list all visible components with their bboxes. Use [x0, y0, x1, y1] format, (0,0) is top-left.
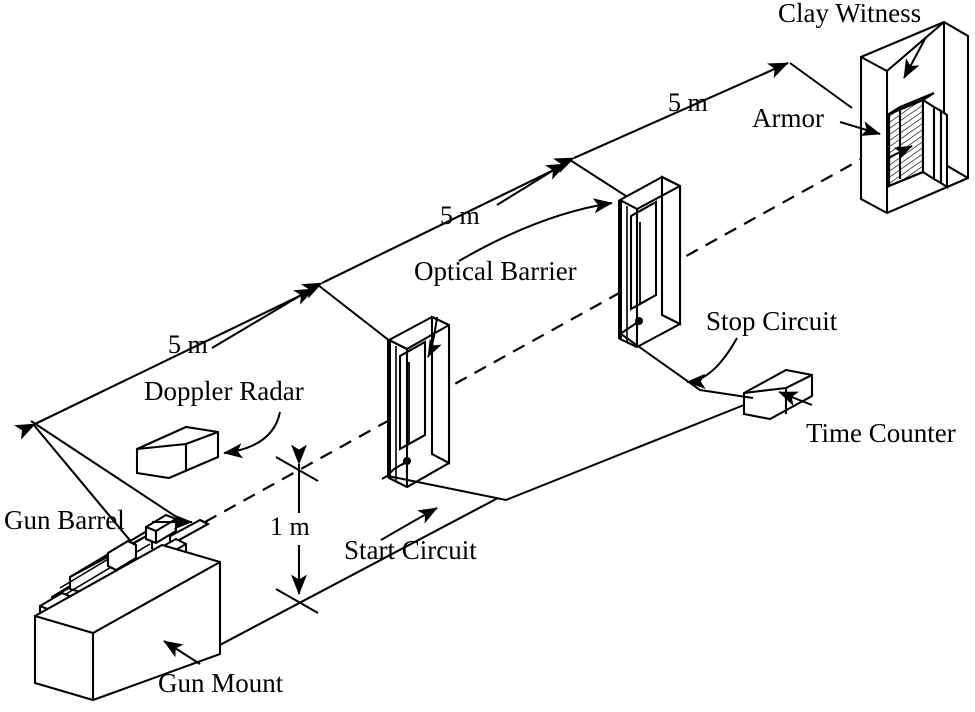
- armor-body: [887, 92, 949, 189]
- label-doppler-radar: Doppler Radar: [144, 376, 304, 406]
- gun-mount-body: [33, 543, 222, 702]
- projectile-trajectory: [204, 149, 879, 523]
- doppler-radar-body: [135, 425, 220, 480]
- label-gun-mount: Gun Mount: [158, 668, 284, 698]
- stop-circuit-wire: [619, 321, 754, 399]
- dimension-label-5m-upper: 5 m: [668, 88, 708, 117]
- armor-impact-arrow: [889, 145, 913, 160]
- optical-barrier-2-body: [618, 175, 682, 349]
- label-gun-barrel: Gun Barrel: [4, 505, 125, 535]
- dimension-label-5m-middle: 5 m: [440, 201, 480, 230]
- label-clay-witness: Clay Witness: [778, 0, 922, 28]
- dimension-line-5m-lower: [14, 288, 315, 440]
- label-optical-barrier: Optical Barrier: [414, 256, 577, 286]
- dimension-line-5m-upper: [553, 62, 789, 174]
- label-armor: Armor: [752, 103, 824, 133]
- time-counter-body: [742, 368, 814, 421]
- stop-circuit-terminal: [635, 317, 643, 325]
- dimension-label-5m-lower: 5 m: [168, 330, 208, 359]
- dimension-label-1m: 1 m: [270, 512, 310, 541]
- start-circuit-terminal: [403, 457, 411, 465]
- leader-lines: [152, 36, 927, 665]
- dimension-line-5m-middle: [301, 163, 567, 299]
- optical-barrier-1-body: [387, 315, 451, 489]
- label-start-circuit: Start Circuit: [344, 535, 477, 565]
- dimension-line-1m: [275, 444, 319, 614]
- label-stop-circuit: Stop Circuit: [706, 306, 838, 336]
- label-time-counter: Time Counter: [806, 418, 956, 448]
